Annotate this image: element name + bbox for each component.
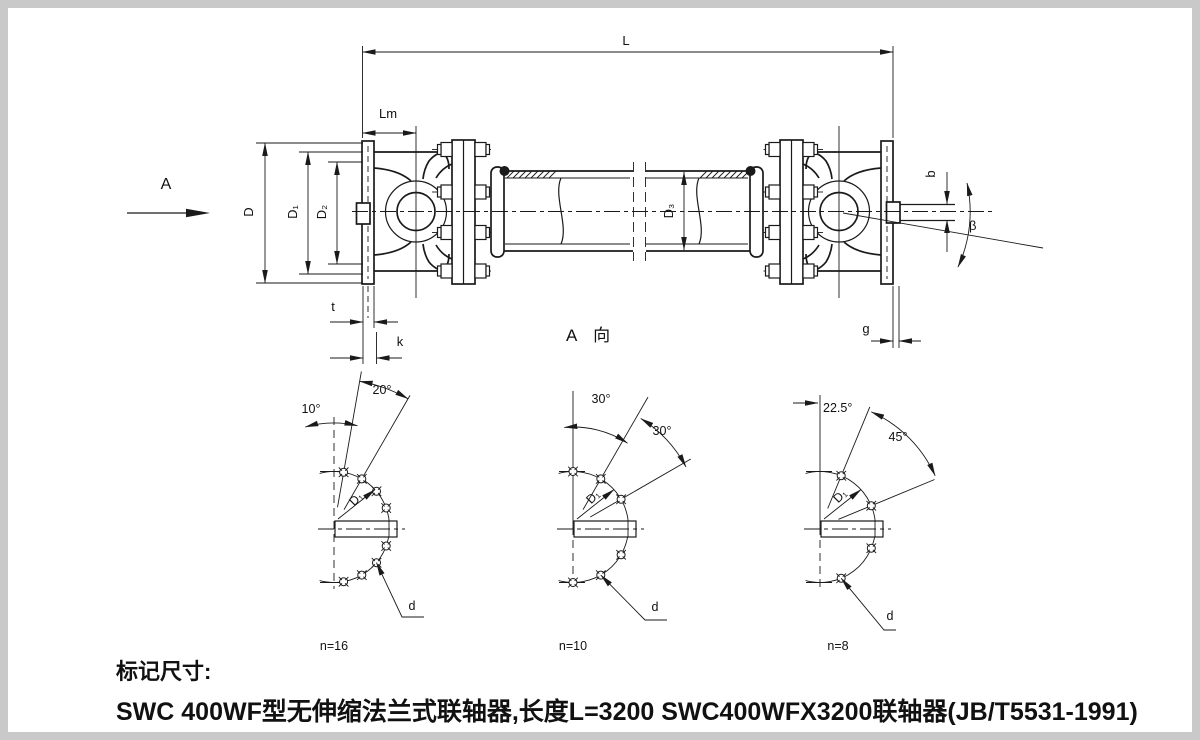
drawing-canvas: L Lm D D₁ D₂ D₃ t [8,8,1192,732]
dim-label-Lm: Lm [379,106,397,121]
pilot-block-right [885,201,901,224]
designation-text: SWC 400WF型无伸缩法兰式联轴器,长度L=3200 SWC400WFX32… [116,698,1138,726]
bolt-circle-label: D₁ [346,489,365,508]
dim-label-k: k [397,334,404,349]
dim-label-g: g [862,321,869,336]
dim-label-D3: D₃ [661,204,676,219]
bolt-count-label: n=10 [559,639,587,653]
flange-bolts-right [763,141,823,279]
bolt-diagram-n16: 10° 20° D₁ d n=16 [302,371,424,653]
dim-label-L: L [622,33,629,48]
angle-label: 22.5° [823,401,852,415]
bolt-count-label: n=8 [827,639,848,653]
universal-joint-left [355,139,491,285]
universal-joint-right [763,139,955,285]
angle-label: 30° [653,424,672,438]
view-section-label: A 向 [566,326,616,345]
weld-collar-right [749,166,764,258]
dim-label-b: b [923,170,938,177]
weld-hatch-left [506,170,557,179]
dim-label-beta: β [969,218,976,233]
hole-diameter-label: d [887,609,894,623]
angle-label: 45° [889,430,908,444]
hole-diameter-label: d [409,599,416,613]
tube-shank-curve-left [558,177,564,245]
bolt-diagram-n10: 30° 30° D₁ d n=10 [557,391,692,653]
angle-label: 20° [373,383,392,397]
coupling-drawing: L Lm D D₁ D₂ D₃ t [127,33,1044,653]
bolt-count-label: n=16 [320,639,348,653]
view-arrow-A: A [127,176,210,218]
angle-label: 30° [592,392,611,406]
angle-label: 10° [302,402,321,416]
weld-hatch-right [699,170,750,179]
bolt-diagram-n8: 22.5° 45° D₁ d n=8 [793,395,936,653]
dim-label-t: t [331,299,335,314]
dim-label-D: D [241,207,256,216]
pilot-block-left [355,202,371,225]
marking-title: 标记尺寸: [116,659,212,684]
dim-label-D2: D₂ [314,205,329,219]
drive-shaft-tube [490,162,764,261]
flange-bolts-left [432,141,491,279]
view-arrow-label: A [161,176,172,193]
tube-shank-curve-right [696,177,702,245]
bolt-circle-label: D₁ [830,486,849,505]
weld-dot-left [499,166,510,176]
weld-dot-right [745,166,756,176]
hole-diameter-label: d [652,600,659,614]
dimensions: L Lm D D₁ D₂ D₃ t [241,33,1044,364]
weld-collar-left [490,166,505,258]
dim-label-D1: D₁ [285,205,300,219]
